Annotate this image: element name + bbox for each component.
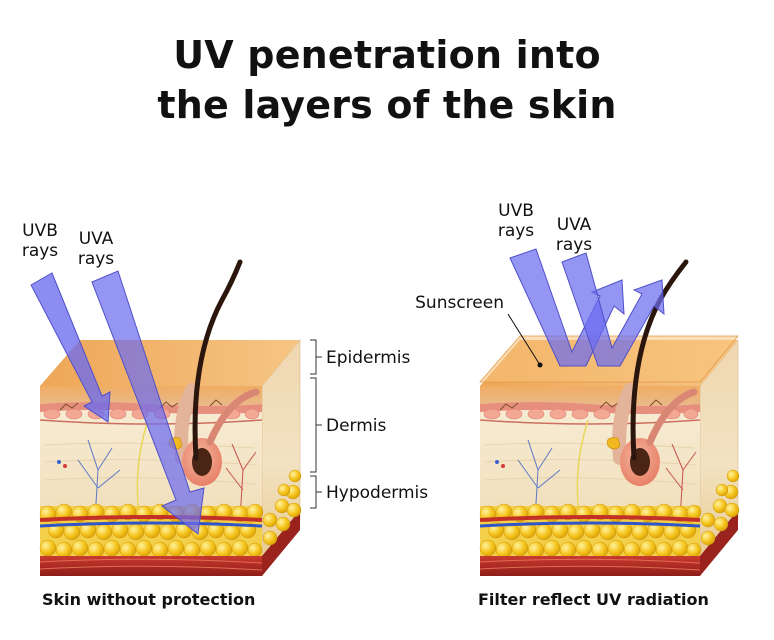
right-uvb-label-2: rays: [498, 221, 534, 241]
left-epidermis-top: [40, 340, 300, 386]
sunscreen-label: Sunscreen: [415, 293, 504, 313]
right-uva-ray: [561, 252, 665, 367]
left-hair-shaft: [192, 259, 243, 461]
right-uva-label-2: rays: [556, 235, 592, 255]
left-uvb-label-2: rays: [22, 241, 58, 261]
left-fat-cells: [39, 503, 264, 559]
layer-brackets: [310, 339, 322, 509]
sunscreen-pointer: [507, 313, 541, 366]
right-uvb-label-1: UVB: [498, 201, 534, 221]
left-uvb-ray: [30, 272, 111, 423]
left-caption: Skin without protection: [42, 590, 255, 609]
left-uva-ray: [91, 270, 205, 535]
dermis-label: Dermis: [326, 416, 387, 436]
right-uva-label-1: UVA: [557, 215, 592, 235]
left-skin-block: [39, 259, 302, 576]
hypodermis-label: Hypodermis: [326, 483, 428, 503]
title-line-1: UV penetration into: [173, 33, 601, 77]
page-title: UV penetration into the layers of the sk…: [0, 30, 774, 130]
left-uva-label-2: rays: [78, 249, 114, 269]
left-uva-label-1: UVA: [79, 229, 114, 249]
right-fat-cells: [479, 503, 702, 559]
left-uvb-label-1: UVB: [22, 221, 58, 241]
right-caption: Filter reflect UV radiation: [478, 590, 709, 609]
title-line-2: the layers of the skin: [157, 83, 617, 127]
epidermis-label: Epidermis: [326, 348, 410, 368]
right-hair-shaft: [630, 259, 689, 461]
